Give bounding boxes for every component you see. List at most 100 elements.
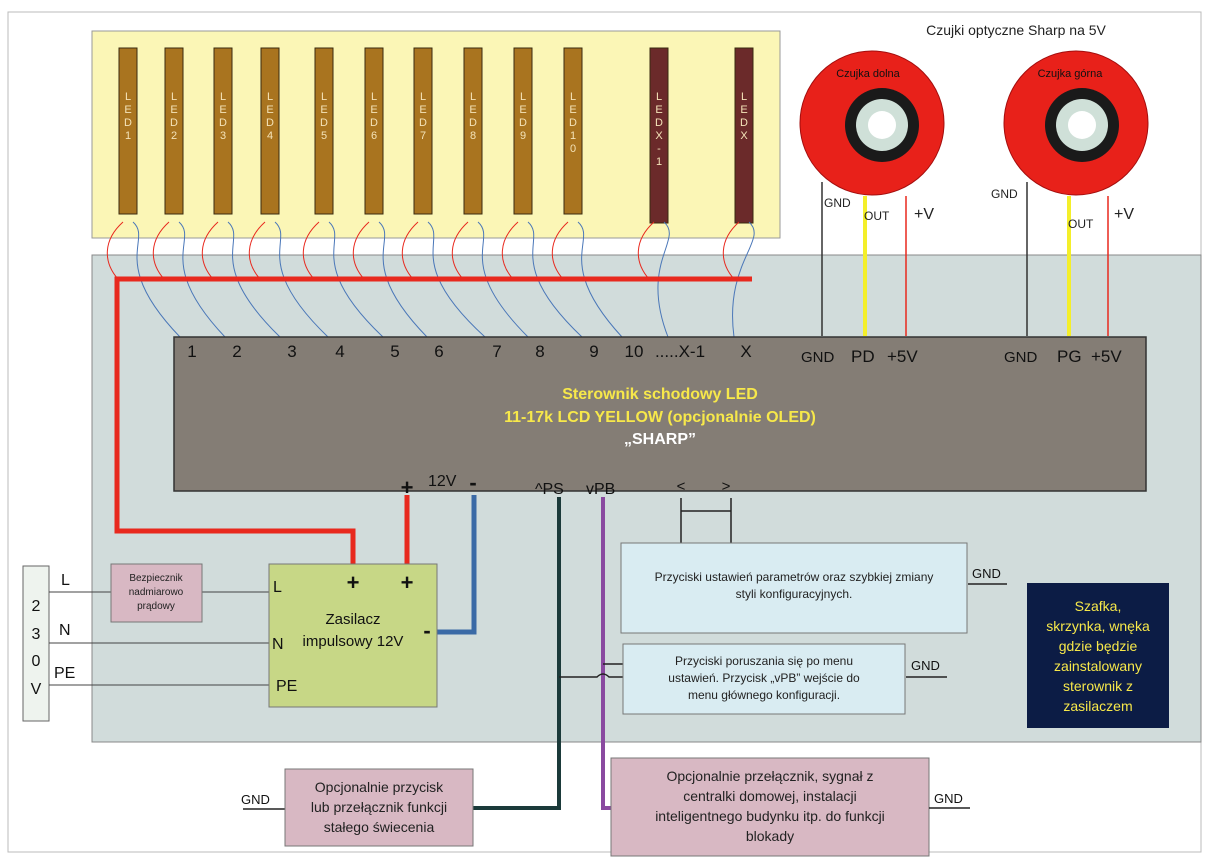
option-ps-line-3: stałego świecenia xyxy=(324,819,435,835)
pin-12v: 12V xyxy=(428,473,457,490)
mains-n: N xyxy=(59,622,71,639)
psu-n: N xyxy=(272,636,284,653)
cabinet-line-4: zainstalowany xyxy=(1054,658,1142,674)
sensor-upper-out: OUT xyxy=(1068,217,1094,231)
pin-5v-lower: +5V xyxy=(887,347,918,366)
pin-9: 9 xyxy=(589,342,598,361)
cabinet-line-6: zasilaczem xyxy=(1063,698,1132,714)
fuse-line-3: prądowy xyxy=(137,601,175,612)
settings-line-1: Przyciski ustawień parametrów oraz szybk… xyxy=(655,570,934,584)
menu-gnd: GND xyxy=(911,658,940,673)
led-blue-wire-10 xyxy=(577,221,623,338)
blue-gnd-supply xyxy=(437,495,477,635)
option-pb-line-3: inteligentnego budynku itp. do funkcji xyxy=(655,808,885,824)
led-red-wire-10 xyxy=(551,221,569,280)
led-blue-wire-9 xyxy=(527,221,583,338)
mains-v1: 2 xyxy=(32,598,41,615)
led-strip-8 xyxy=(463,47,483,215)
pin-11: .....X-1 xyxy=(655,342,705,361)
psu-pe: PE xyxy=(276,678,297,695)
menu-line-3: menu głównego konfiguracji. xyxy=(688,688,840,702)
mains-v3: 0 xyxy=(32,653,41,670)
pin-3: 3 xyxy=(287,342,296,361)
led-strip-5 xyxy=(314,47,334,215)
pin-5v-upper: +5V xyxy=(1091,347,1122,366)
sensor-upper-lens-center xyxy=(1068,111,1096,139)
led-blue-wire-5 xyxy=(328,221,384,338)
led-blue-wire-3 xyxy=(227,221,281,338)
led-strip-4 xyxy=(260,47,280,215)
option-ps-line-2: lub przełącznik funkcji xyxy=(311,799,447,815)
option-pb-gnd: GND xyxy=(934,791,963,806)
led-red-wire-2 xyxy=(152,221,170,280)
pin-plus: + xyxy=(401,475,414,500)
pin-minus: - xyxy=(469,470,476,495)
settings-buttons-box xyxy=(620,542,968,634)
psu-line-2: impulsowy 12V xyxy=(303,633,404,650)
cabinet-line-2: skrzynka, wnęka xyxy=(1046,618,1150,634)
led-wires xyxy=(106,221,755,338)
led-strip-3 xyxy=(213,47,233,215)
psu-minus: - xyxy=(423,618,430,643)
menu-buttons-box xyxy=(622,643,906,715)
led-strip-1 xyxy=(118,47,138,215)
led-strip-7 xyxy=(413,47,433,215)
cabinet-line-5: sterownik z xyxy=(1063,678,1133,694)
psu-plus-1: + xyxy=(347,570,360,595)
led-blue-wire-6 xyxy=(378,221,428,338)
led-blue-wire-1 xyxy=(132,221,181,338)
led-red-wire-3 xyxy=(201,221,219,280)
red-12v-bus xyxy=(114,276,752,570)
pin-12: X xyxy=(740,342,751,361)
pin-lt: < xyxy=(677,478,686,495)
led-strip-6 xyxy=(364,47,384,215)
led-blue-wire-7 xyxy=(427,221,486,338)
led-strip-10 xyxy=(563,47,583,215)
pin-pd: PD xyxy=(851,347,875,366)
option-ps-gnd: GND xyxy=(241,792,270,807)
pin-gt: > xyxy=(722,478,731,495)
fuse-box xyxy=(110,563,203,623)
pin-5: 5 xyxy=(390,342,399,361)
pin-8: 8 xyxy=(535,342,544,361)
cabinet-line-1: Szafka, xyxy=(1075,598,1122,614)
pin-ps: ^PS xyxy=(535,481,564,498)
controller-title-3: „SHARP” xyxy=(624,431,696,448)
led-red-wire-9 xyxy=(501,221,519,280)
psu-plus-2: + xyxy=(401,570,414,595)
led-blue-wire-8 xyxy=(477,221,529,338)
led-blue-wire-4 xyxy=(274,221,329,338)
wire-pb xyxy=(601,497,611,810)
pin-1: 1 xyxy=(187,342,196,361)
sensor-lower-out: OUT xyxy=(864,209,890,223)
option-ps-box xyxy=(284,768,474,847)
sensor-lower-lens-center xyxy=(868,111,896,139)
pin-2: 2 xyxy=(232,342,241,361)
led-panel xyxy=(91,30,781,239)
pin-pg: PG xyxy=(1057,347,1082,366)
led-strip-9 xyxy=(513,47,533,215)
wire-ps xyxy=(473,497,561,810)
pin-pb: vPB xyxy=(586,481,615,498)
fuse-line-2: nadmiarowo xyxy=(129,587,184,598)
menu-line-2: ustawień. Przycisk „vPB” wejście do xyxy=(668,671,860,685)
led-red-wire-11 xyxy=(637,221,655,280)
led-blue-wire-11 xyxy=(657,221,670,338)
sensors-title: Czujki optyczne Sharp na 5V xyxy=(926,22,1106,38)
option-pb-line-2: centralki domowej, instalacji xyxy=(683,788,857,804)
sensor-upper-vplus: +V xyxy=(1114,206,1134,223)
sensor-lower-gnd: GND xyxy=(824,196,851,210)
led-red-wire-8 xyxy=(451,221,469,280)
option-ps-line-1: Opcjonalnie przycisk xyxy=(315,779,444,795)
